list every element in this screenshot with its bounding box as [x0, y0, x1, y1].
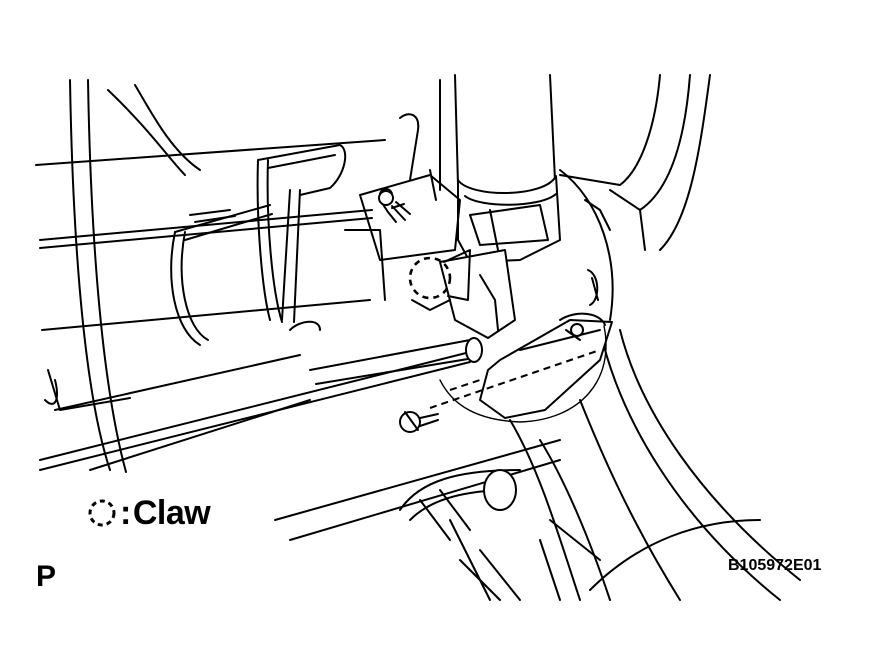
- lower-mechanism: [399, 469, 601, 601]
- legend-label: Claw: [132, 494, 211, 532]
- figure-code: B105972E01: [728, 557, 822, 574]
- bolt-lower: [399, 411, 439, 433]
- cross-tube: [89, 337, 561, 541]
- claw-marker: [408, 249, 471, 311]
- recliner-motor: [359, 74, 561, 339]
- claw-dashed-circle-icon: [88, 499, 116, 527]
- legend-colon: :: [120, 494, 131, 532]
- view-label: P: [36, 560, 57, 593]
- spring-wires: [47, 144, 386, 411]
- claw-legend: : Claw: [86, 494, 211, 532]
- bolt-upper: [378, 190, 411, 221]
- hinge-cover: [429, 312, 613, 423]
- body-panel: [509, 74, 801, 601]
